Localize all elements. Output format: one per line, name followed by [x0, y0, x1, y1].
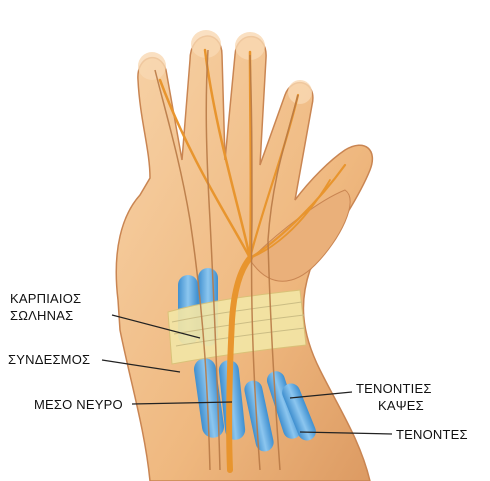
little-fingertip — [288, 80, 312, 104]
label-carpal-tunnel-line2: ΣΩΛΗΝΑΣ — [10, 307, 73, 324]
label-tendon-sheaths-line1: ΤΕΝΟΝΤΙΕΣ — [356, 380, 432, 397]
label-ligament: ΣΥΝΔΕΣΜΟΣ — [8, 351, 90, 368]
label-tendon-sheaths-line2: ΚΑΨΕΣ — [378, 397, 424, 414]
index-fingertip — [138, 52, 166, 80]
label-tendons: ΤΕΝΟΝΤΕΣ — [396, 426, 468, 443]
label-carpal-tunnel-line1: ΚΑΡΠΙΑΙΟΣ — [10, 290, 81, 307]
hand-skin — [116, 36, 372, 481]
label-median-nerve: ΜΕΣΟ ΝΕΥΡΟ — [34, 396, 123, 413]
